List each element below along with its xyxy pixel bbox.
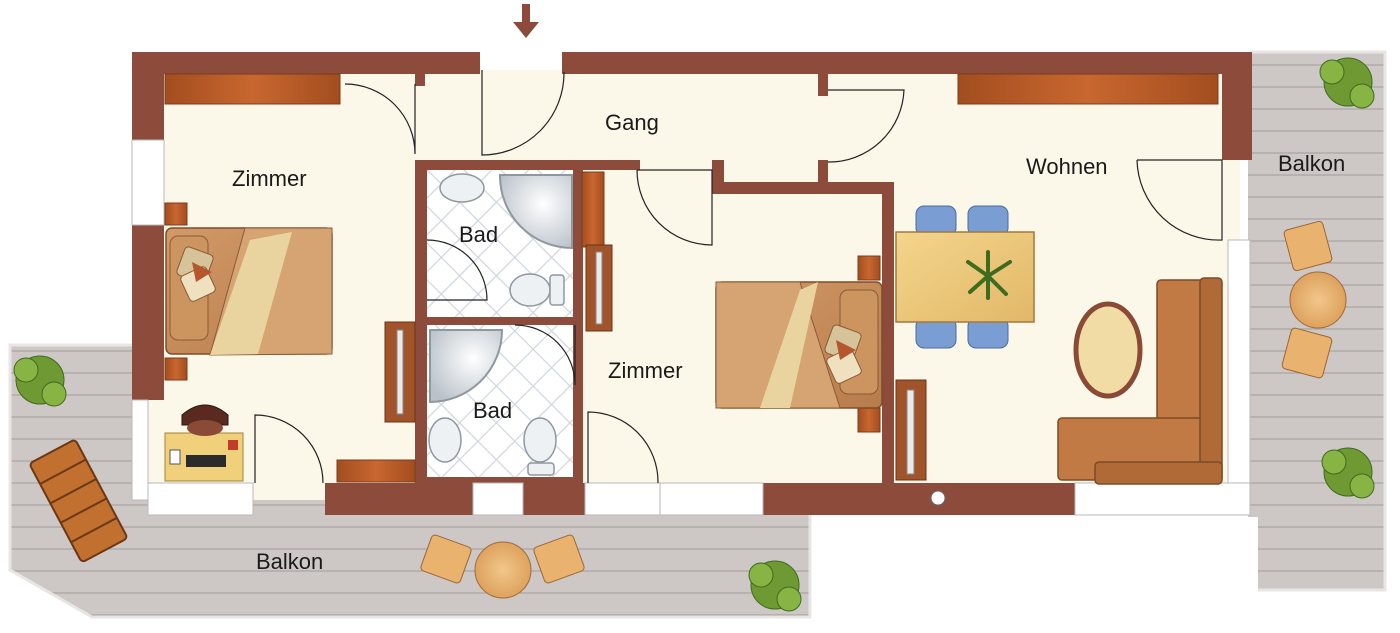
radiator-icon [384,244,927,481]
room-label-balkon-bottom: Balkon [256,549,323,574]
walls [132,52,1252,515]
bathtub-icon [429,174,573,404]
entrance-arrow-icon [513,4,539,38]
bistro-table-icon [474,271,1347,599]
room-label-balkon-right: Balkon [1278,151,1345,176]
door-swings [254,70,1223,484]
room-label-bad-bottom: Bad [473,398,512,423]
plant-icon [966,250,1012,300]
room-label-wohnen: Wohnen [1026,154,1108,179]
coffee-table-icon [1073,301,1143,399]
plant-icon [13,57,1375,612]
sink-icon [428,173,485,463]
chair-icon [181,404,229,436]
toilet-icon [509,273,565,476]
room-label-zimmer-left: Zimmer [232,166,307,191]
bed-icon [165,227,333,356]
bistro-chair-icon [420,220,1333,584]
wardrobes [164,73,1219,483]
table-icon [895,231,1035,323]
sofa-icon [1057,277,1223,485]
room-label-zimmer-center: Zimmer [608,358,683,383]
room-label-gang: Gang [605,110,659,135]
dining-chairs [915,205,1009,349]
room-label-bad-top: Bad [459,222,498,247]
windows [131,139,1251,516]
balcony-bottom [8,343,812,619]
desk-icon [164,432,244,482]
socket-icon [930,490,946,506]
deck-chair-icon [29,439,128,563]
bed-icon [715,281,883,409]
